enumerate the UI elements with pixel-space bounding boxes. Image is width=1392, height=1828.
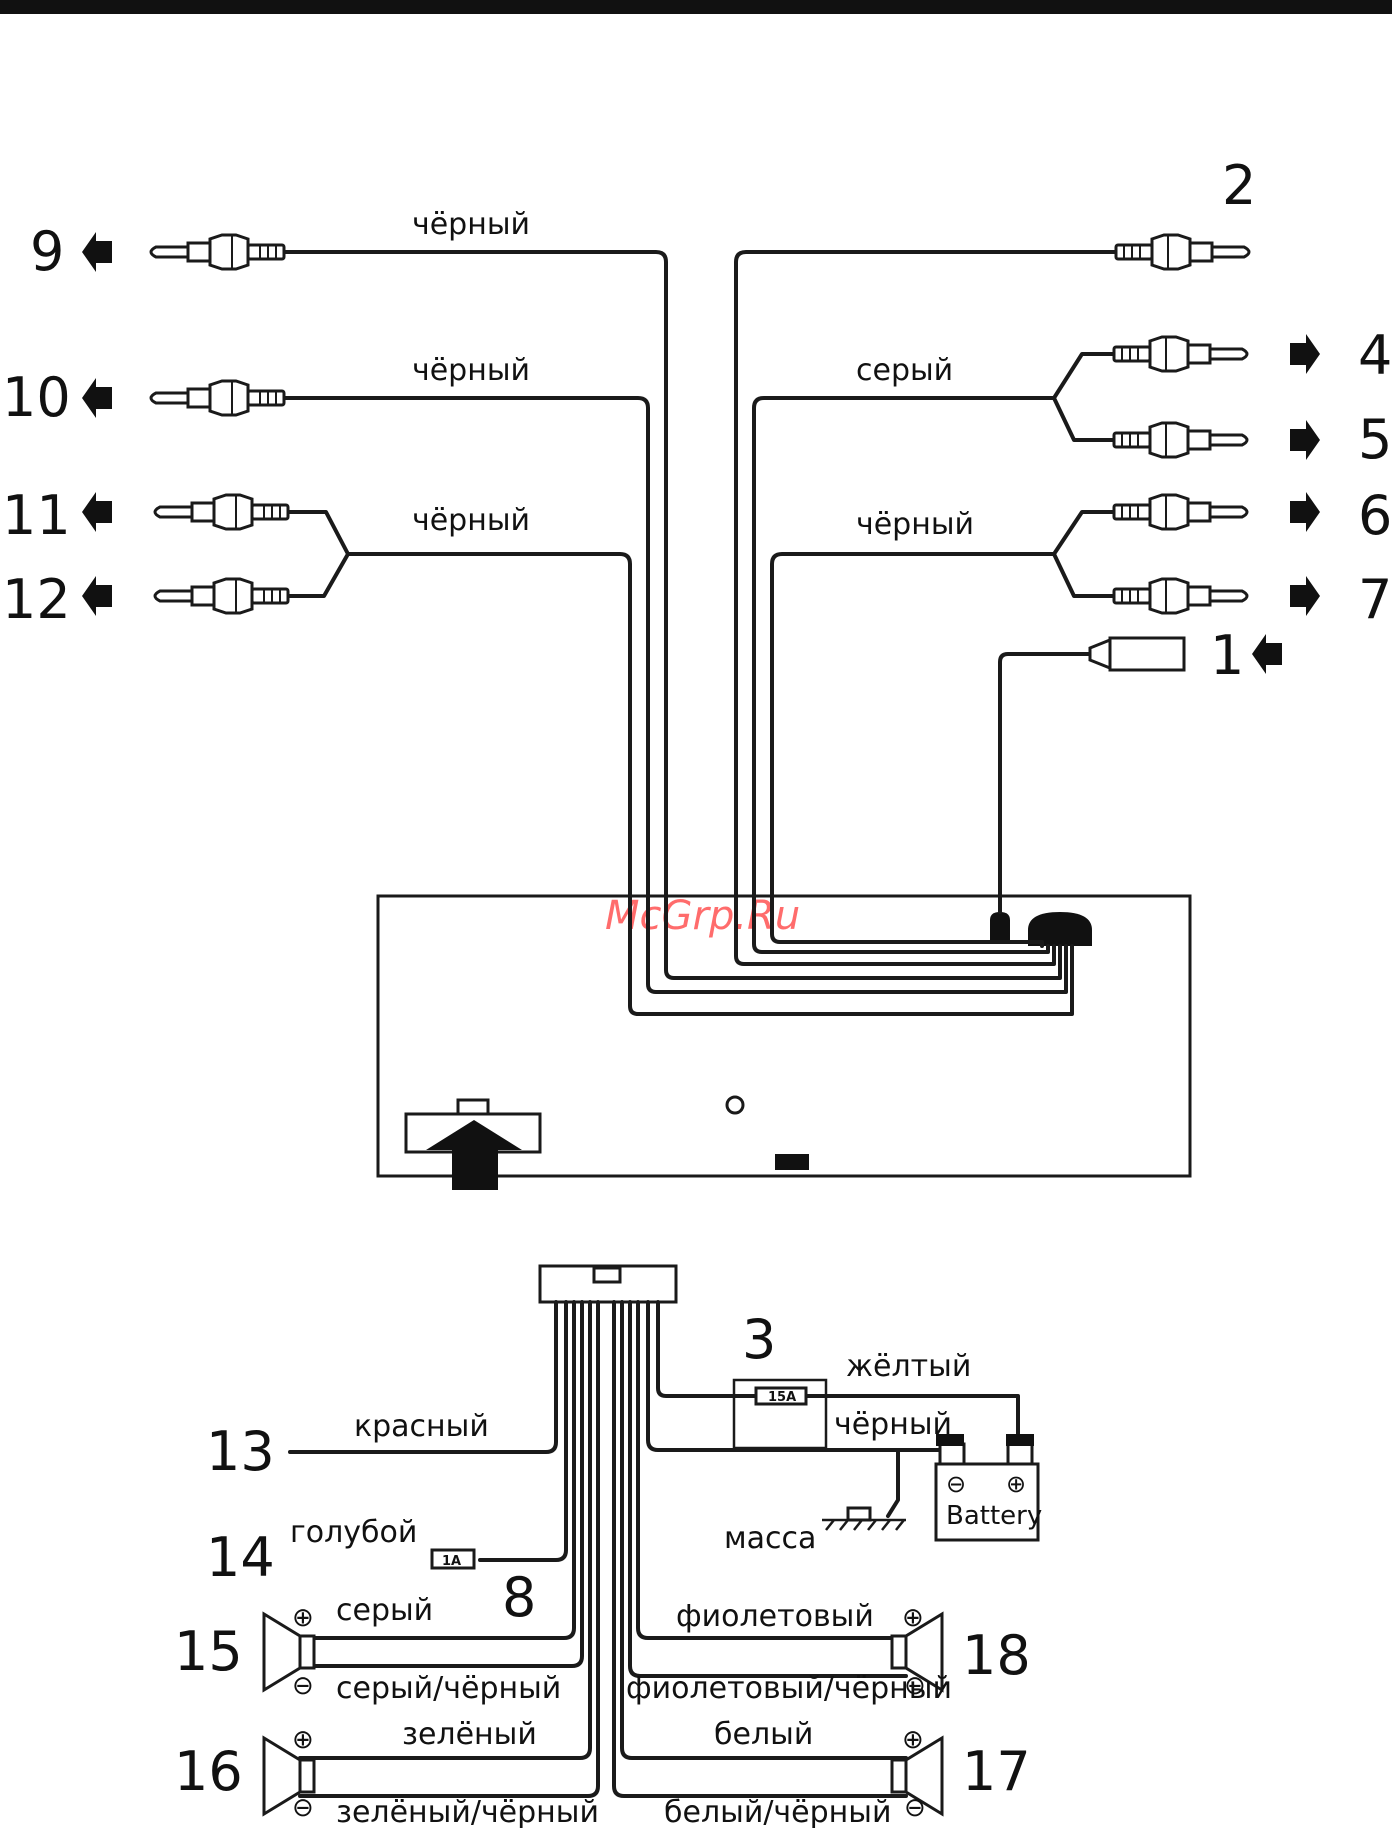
arrow-left-icon <box>1252 634 1282 674</box>
rca-plug-2 <box>1116 235 1249 269</box>
label-14: 14 <box>206 1526 275 1589</box>
rca-plug-4 <box>1114 337 1247 371</box>
wire-label-violet-black: фиолетовый/чёрный <box>626 1671 952 1706</box>
fuse-1a: 1A <box>432 1550 474 1569</box>
antenna-socket <box>990 912 1010 940</box>
fuse-1a-label: 1A <box>442 1554 461 1569</box>
wire-label-11-12: чёрный <box>412 503 530 538</box>
arrow-left-icon <box>82 576 112 616</box>
battery: ⊖ ⊕ Battery <box>936 1434 1042 1540</box>
rca-wire-labels: чёрный чёрный чёрный серый чёрный <box>412 207 974 542</box>
label-12: 12 <box>2 568 71 631</box>
wire-label-yellow: жёлтый <box>846 1349 971 1384</box>
minus-icon: ⊖ <box>292 1671 314 1701</box>
label-4: 4 <box>1358 324 1392 387</box>
label-10: 10 <box>2 366 71 429</box>
wire-label-green-black: зелёный/чёрный <box>336 1795 599 1828</box>
wire-label-red: красный <box>354 1409 489 1444</box>
rca-plugs <box>151 235 1249 670</box>
label-6: 6 <box>1358 484 1392 547</box>
plus-icon: ⊕ <box>292 1603 314 1633</box>
minus-icon: ⊖ <box>946 1470 966 1498</box>
wire-label-white: белый <box>714 1717 813 1752</box>
arrows <box>82 232 1320 674</box>
arrow-left-icon <box>82 378 112 418</box>
label-11: 11 <box>2 484 71 547</box>
rca-plug-5 <box>1114 423 1247 457</box>
label-7: 7 <box>1358 568 1392 631</box>
arrow-right-icon <box>1290 492 1320 532</box>
label-3: 3 <box>742 1308 776 1371</box>
minus-icon: ⊖ <box>904 1793 926 1823</box>
plus-icon: ⊕ <box>902 1725 924 1755</box>
label-13: 13 <box>206 1420 275 1483</box>
wire-label-4-5: серый <box>856 353 953 388</box>
arrow-left-icon <box>82 492 112 532</box>
arrow-right-icon <box>1290 576 1320 616</box>
wire-label-ground: масса <box>724 1521 816 1556</box>
rca-plug-11 <box>155 495 288 529</box>
hole-icon <box>727 1097 743 1113</box>
wire-label-6-7: чёрный <box>856 507 974 542</box>
arrow-right-icon <box>1290 334 1320 374</box>
wire-label-grey: серый <box>336 1593 433 1628</box>
label-17: 17 <box>962 1740 1031 1803</box>
label-1: 1 <box>1210 624 1244 687</box>
label-18: 18 <box>962 1624 1031 1687</box>
rca-plug-7 <box>1114 579 1247 613</box>
top-band <box>0 0 1392 14</box>
wire-label-grey-black: серый/чёрный <box>336 1671 561 1706</box>
rca-plug-10 <box>151 381 284 415</box>
wire-label-9: чёрный <box>412 207 530 242</box>
plus-icon: ⊕ <box>902 1603 924 1633</box>
rca-plug-6 <box>1114 495 1247 529</box>
battery-label: Battery <box>946 1501 1042 1531</box>
minus-icon: ⊖ <box>292 1793 314 1823</box>
small-port <box>775 1154 809 1170</box>
antenna-plug <box>1090 638 1184 670</box>
fuse-15a-label: 15A <box>768 1390 796 1405</box>
wire-label-violet: фиолетовый <box>676 1599 874 1634</box>
rca-plug-12 <box>155 579 288 613</box>
label-5: 5 <box>1358 408 1392 471</box>
label-9: 9 <box>30 220 64 283</box>
wire-label-white-black: белый/чёрный <box>664 1795 891 1828</box>
fuse-15a: 15A <box>734 1380 826 1448</box>
rca-plug-9 <box>151 235 284 269</box>
wire-label-10: чёрный <box>412 353 530 388</box>
label-15: 15 <box>174 1620 243 1683</box>
plus-icon: ⊕ <box>292 1725 314 1755</box>
plus-icon: ⊕ <box>1006 1470 1026 1498</box>
label-8: 8 <box>502 1566 536 1629</box>
wire-label-green: зелёный <box>402 1717 537 1752</box>
wire-label-blue: голубой <box>290 1515 417 1550</box>
wire-label-black: чёрный <box>834 1407 952 1442</box>
label-16: 16 <box>174 1740 243 1803</box>
arrow-right-icon <box>1290 420 1320 460</box>
arrow-left-icon <box>82 232 112 272</box>
label-2: 2 <box>1222 154 1256 217</box>
